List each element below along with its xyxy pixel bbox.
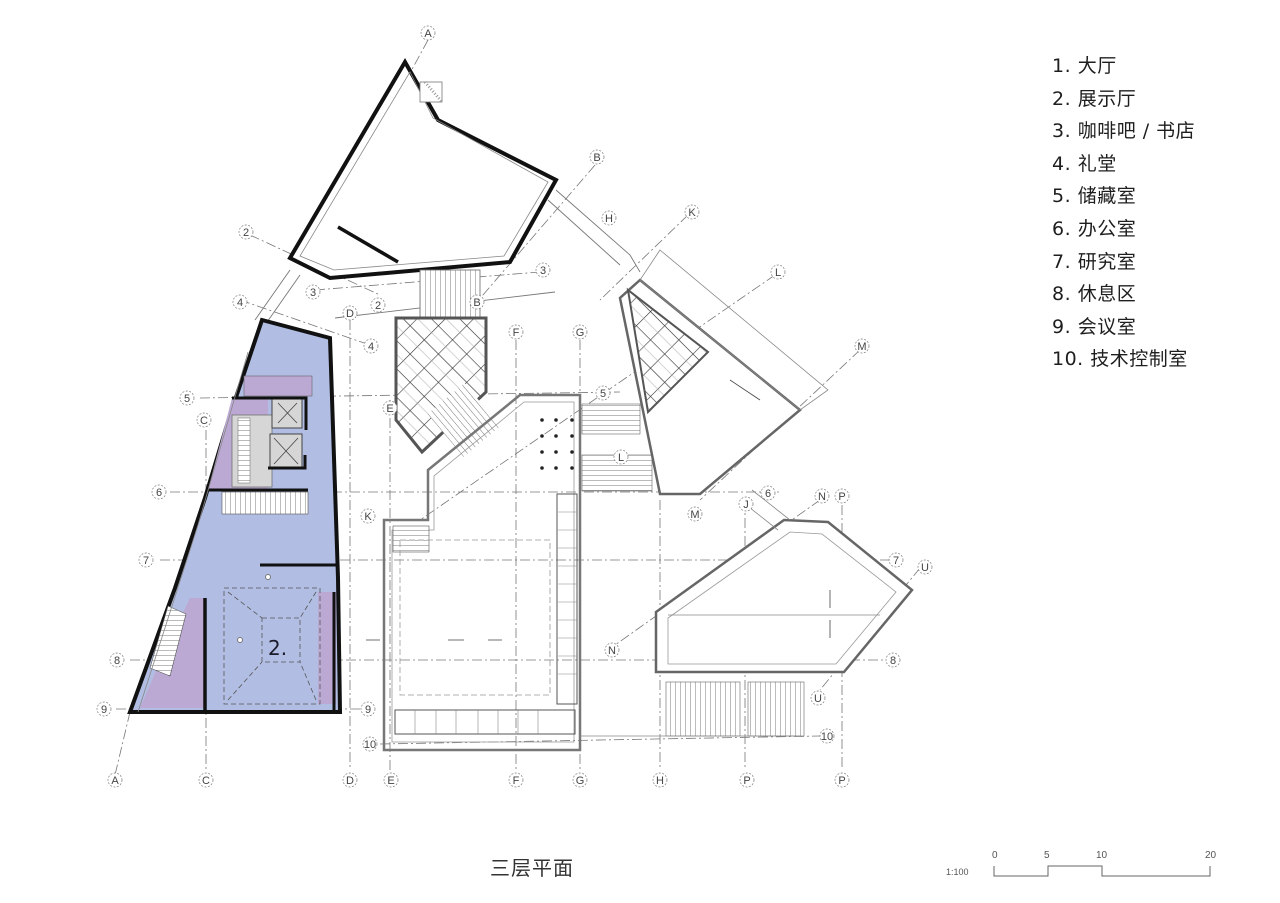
svg-text:5: 5 — [184, 393, 190, 405]
svg-text:A: A — [424, 28, 432, 40]
legend-item: 7. 研究室 — [1052, 250, 1137, 273]
svg-text:6: 6 — [765, 488, 771, 500]
svg-text:10: 10 — [364, 739, 376, 751]
corridors — [254, 189, 641, 326]
svg-text:N: N — [818, 491, 826, 503]
scale-tick: 20 — [1205, 850, 1217, 861]
legend-item: 9. 会议室 — [1052, 315, 1137, 338]
scale-tick: 5 — [1044, 850, 1050, 861]
svg-text:2: 2 — [243, 227, 249, 239]
svg-text:C: C — [202, 775, 210, 787]
svg-text:9: 9 — [365, 704, 371, 716]
svg-text:P: P — [743, 775, 750, 787]
svg-text:C: C — [200, 415, 208, 427]
svg-text:U: U — [814, 693, 822, 705]
svg-text:M: M — [857, 341, 866, 353]
grid-bubbles — [96, 25, 933, 788]
svg-text:10: 10 — [821, 731, 833, 743]
svg-text:D: D — [346, 308, 354, 320]
svg-text:B: B — [593, 152, 600, 164]
svg-text:8: 8 — [114, 655, 120, 667]
drawing-title: 三层平面 — [490, 856, 574, 880]
svg-text:K: K — [364, 511, 372, 523]
svg-text:2: 2 — [375, 300, 381, 312]
svg-text:F: F — [513, 775, 520, 787]
legend-item: 6. 办公室 — [1052, 217, 1137, 240]
svg-text:M: M — [690, 509, 699, 521]
svg-text:U: U — [921, 562, 929, 574]
scale-tick: 0 — [992, 850, 998, 861]
southeast-block — [580, 489, 914, 737]
legend-item: 5. 储藏室 — [1052, 185, 1137, 208]
legend-item: 10. 技术控制室 — [1052, 348, 1188, 371]
scale-ratio: 1:100 — [946, 867, 969, 877]
svg-text:J: J — [743, 499, 749, 511]
central-atrium — [394, 316, 501, 457]
svg-text:P: P — [838, 491, 845, 503]
svg-text:F: F — [513, 327, 520, 339]
svg-text:B: B — [473, 297, 480, 309]
east-triangle-block — [618, 249, 829, 496]
svg-text:7: 7 — [143, 555, 149, 567]
legend-item: 8. 休息区 — [1052, 283, 1137, 306]
auditorium-block — [287, 58, 559, 281]
room-legend: 1. 大厅 2. 展示厅 3. 咖啡吧 / 书店 4. 礼堂 5. 储藏室 6.… — [1052, 50, 1195, 376]
svg-text:3: 3 — [310, 287, 316, 299]
svg-text:P: P — [838, 775, 845, 787]
legend-item: 4. 礼堂 — [1052, 152, 1117, 175]
svg-text:9: 9 — [101, 704, 107, 716]
svg-text:E: E — [386, 403, 393, 415]
svg-text:L: L — [775, 267, 781, 279]
legend-item: 1. 大厅 — [1052, 55, 1117, 77]
svg-text:5: 5 — [600, 388, 606, 400]
room-label-exhibition: 2. — [268, 636, 287, 660]
scale-tick: 10 — [1096, 850, 1108, 861]
svg-text:G: G — [576, 327, 585, 339]
svg-text:E: E — [387, 775, 394, 787]
svg-text:4: 4 — [368, 341, 374, 353]
svg-text:K: K — [688, 207, 696, 219]
svg-text:8: 8 — [890, 655, 896, 667]
svg-text:L: L — [618, 452, 624, 464]
svg-text:7: 7 — [893, 555, 899, 567]
svg-text:3: 3 — [540, 265, 546, 277]
svg-text:4: 4 — [237, 297, 243, 309]
legend-item: 2. 展示厅 — [1052, 87, 1137, 110]
scale-bar-graphic — [993, 865, 1211, 877]
central-hall — [366, 393, 653, 752]
legend-item: 3. 咖啡吧 / 书店 — [1052, 120, 1196, 143]
svg-text:D: D — [346, 775, 354, 787]
svg-text:N: N — [608, 645, 616, 657]
exhibition-wing — [127, 317, 343, 714]
svg-text:A: A — [111, 775, 119, 787]
svg-text:6: 6 — [156, 487, 162, 499]
svg-text:G: G — [576, 775, 585, 787]
svg-text:H: H — [656, 775, 664, 787]
scale-bar: 1:100 0 5 10 20 — [944, 848, 1234, 888]
svg-text:H: H — [605, 213, 613, 225]
